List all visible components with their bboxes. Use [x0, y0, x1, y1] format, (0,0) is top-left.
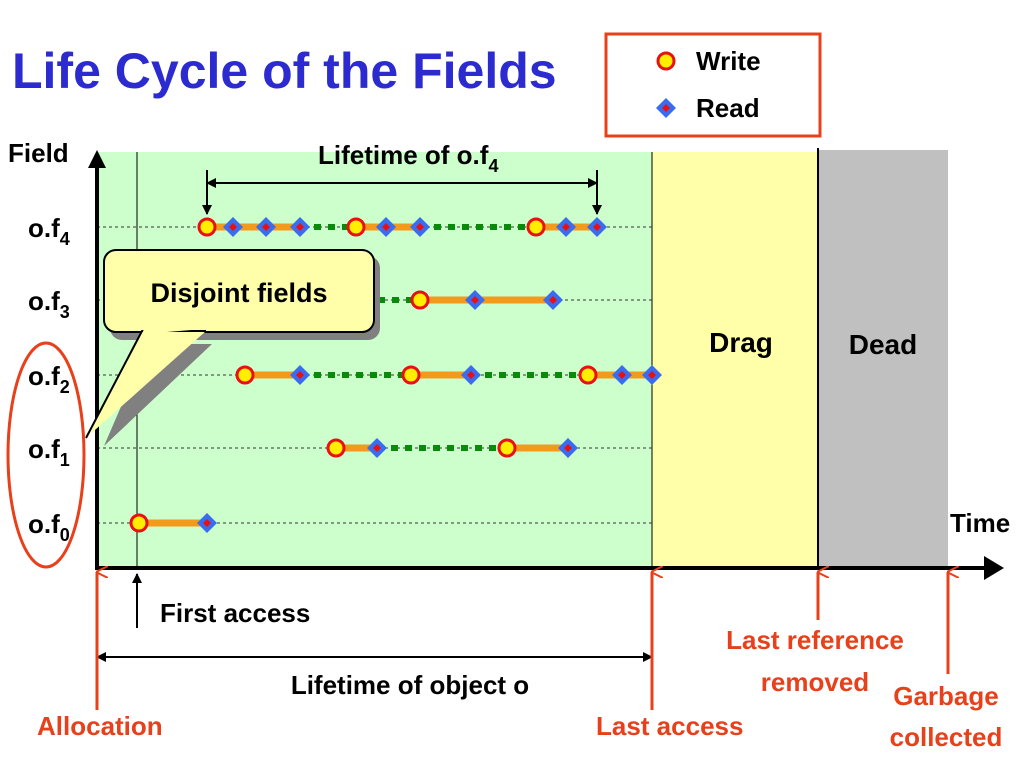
write-marker-icon — [578, 365, 598, 385]
garbage-collected-label-1: Garbage — [893, 681, 999, 711]
drag-label: Drag — [709, 327, 773, 358]
write-marker-icon — [656, 51, 676, 71]
read-marker-icon — [376, 217, 396, 237]
row-label: o.f3 — [28, 286, 70, 322]
drag-region — [652, 152, 818, 568]
allocation-label: Allocation — [37, 711, 163, 741]
write-marker-icon — [197, 217, 217, 237]
read-marker-icon — [465, 290, 485, 310]
lifetime-object-label: Lifetime of object o — [291, 670, 529, 700]
legend-read-label: Read — [696, 93, 760, 123]
write-marker-icon — [346, 217, 366, 237]
read-marker-icon — [556, 217, 576, 237]
read-marker-icon — [587, 217, 607, 237]
write-marker-icon — [326, 438, 346, 458]
read-marker-icon — [197, 513, 217, 533]
read-marker-icon — [612, 365, 632, 385]
first-access-label: First access — [160, 598, 310, 628]
last-reference-label-1: Last reference — [726, 625, 904, 655]
legend-write-label: Write — [696, 46, 761, 76]
y-axis-arrowhead — [88, 150, 106, 168]
read-marker-icon — [223, 217, 243, 237]
y-axis-label: Field — [8, 138, 69, 168]
read-marker-icon — [256, 217, 276, 237]
row-label: o.f0 — [28, 509, 70, 545]
read-marker-icon — [410, 217, 430, 237]
x-axis-arrowhead — [984, 556, 1004, 580]
field-segments — [129, 217, 662, 533]
page-title: Life Cycle of the Fields — [12, 43, 557, 99]
legend-box — [604, 32, 822, 138]
read-marker-icon — [543, 290, 563, 310]
read-marker-icon — [558, 438, 578, 458]
row-label: o.f4 — [28, 213, 70, 249]
lifetime-field-label: Lifetime of o.f4 — [318, 140, 498, 176]
read-marker-icon — [656, 98, 676, 118]
write-marker-icon — [410, 290, 430, 310]
garbage-collected-label-2: collected — [890, 722, 1003, 752]
write-marker-icon — [129, 513, 149, 533]
last-reference-label-2: removed — [761, 667, 869, 697]
read-marker-icon — [290, 365, 310, 385]
row-label: o.f1 — [28, 434, 70, 470]
read-marker-icon — [367, 438, 387, 458]
dead-region — [818, 150, 948, 568]
last-access-label: Last access — [596, 711, 743, 741]
row-labels-highlight — [6, 341, 86, 569]
read-marker-icon — [642, 365, 662, 385]
x-axis-label: Time — [950, 508, 1010, 538]
legend: Write Read — [604, 32, 822, 138]
row-labels: o.f4 o.f3 o.f2 o.f1 o.f0 — [28, 213, 70, 545]
callout-text: Disjoint fields — [150, 278, 327, 308]
write-marker-icon — [497, 438, 517, 458]
row-label: o.f2 — [28, 361, 70, 397]
read-marker-icon — [290, 217, 310, 237]
write-marker-icon — [526, 217, 546, 237]
disjoint-fields-callout: Disjoint fields — [85, 249, 380, 446]
write-marker-icon — [235, 365, 255, 385]
read-marker-icon — [461, 365, 481, 385]
write-marker-icon — [401, 365, 421, 385]
dead-label: Dead — [849, 329, 917, 360]
